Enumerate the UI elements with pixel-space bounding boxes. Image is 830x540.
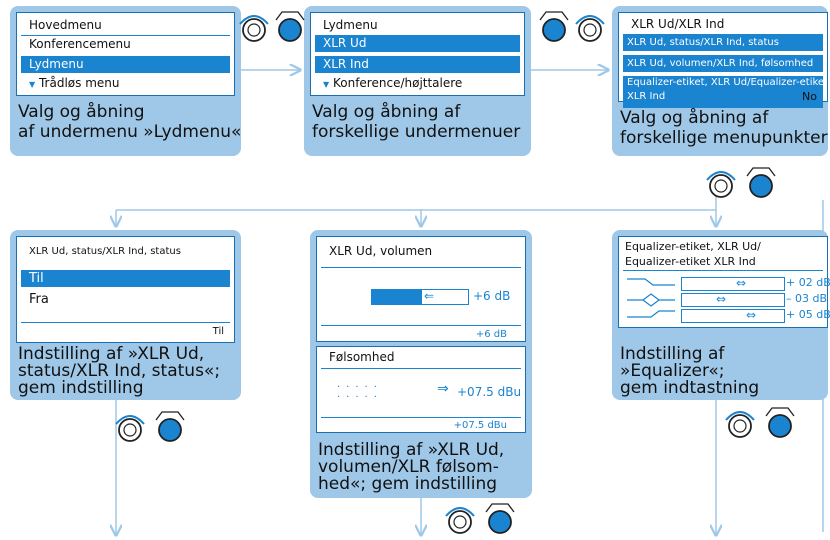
menu-item-xlr-ud[interactable]: XLR Ud [315,35,520,52]
menu-item-value: No [802,90,817,103]
menu-item-status[interactable]: XLR Ud, status/XLR Ind, status [623,34,823,51]
menu-item-konferencemenu[interactable]: Konferencemenu [29,37,131,51]
menu-title: XLR Ud/XLR Ind [631,17,725,31]
volume-bar-fill [372,290,422,304]
current-value: Til [212,326,224,337]
menu-item-konference[interactable]: ▼ Konference/højttalere [315,75,520,92]
menu-item-xlr-ind[interactable]: XLR Ind [315,56,520,73]
menu-title: Lydmenu [323,18,378,32]
caption-line: Valg og åbning af [312,102,461,122]
sensitivity-value: +07.5 dBu [457,385,522,399]
caption-line: Indstilling af [620,344,725,364]
arrow-right-icon[interactable]: ⇒ [437,381,449,397]
eq-band-value: – 03 dB [786,292,828,305]
press-knob-icon [539,11,605,42]
screen-header: Equalizer-etiket, XLR Ud/ [625,240,761,253]
caption-line: volumen/XLR følsom- [318,457,499,477]
screen-header: XLR Ud, volumen [329,244,433,258]
menu-item-equalizer[interactable]: Equalizer-etiket, XLR Ud/Equalizer-etike… [623,76,823,108]
triangle-down-icon: ▼ [29,80,36,89]
eq-band-bar[interactable]: ⇔ [681,292,785,307]
scale-dots: ·········· [337,382,383,403]
option-fra[interactable]: Fra [29,292,49,307]
menu-item-label: Konference/højttalere [332,76,463,90]
menu-item-lydmenu[interactable]: Lydmenu [21,56,230,73]
display-screen: Lydmenu XLR Ud XLR Ind ▼ Konference/højt… [310,12,525,96]
menu-title: Hovedmenu [29,18,102,32]
arrow-left-icon: ⇐ [424,289,435,303]
caption-line: af undermenu »Lydmenu« [18,122,242,142]
panel-equalizer: Equalizer-etiket, XLR Ud/ Equalizer-etik… [612,230,830,400]
triangle-down-icon: ▼ [323,80,330,89]
caption-line: Valg og åbning [18,102,145,122]
panel-hovedmenu: Hovedmenu Konferencemenu Lydmenu ▼ Trådl… [10,6,241,156]
screen-header: Følsomhed [329,350,395,364]
eq-band-value: + 05 dB [786,308,830,321]
caption-line: status/XLR Ind, status«; [18,361,221,381]
eq-band-handle-icon[interactable]: ⇔ [736,276,747,290]
rotate-knob-icon [115,411,185,442]
screen-header: Equalizer-etiket XLR Ind [625,255,756,268]
panel-xlr-status: XLR Ud, status/XLR Ind, status Til Fra T… [10,230,241,400]
caption-line: »Equalizer«; [620,361,725,381]
panel-xlr-ud-ind: XLR Ud/XLR Ind XLR Ud, status/XLR Ind, s… [612,6,828,156]
volume-bar[interactable]: ⇐ [371,289,469,305]
menu-item-volumen[interactable]: XLR Ud, volumen/XLR Ind, følsomhed [623,55,823,72]
rotate-knob-icon [706,167,776,198]
volume-value: +6 dB [473,289,511,303]
eq-band-bar[interactable]: ⇔ [681,308,785,323]
menu-item-label: Equalizer-etiket, XLR Ud/Equalizer-etike… [627,77,823,88]
current-value: +6 dB [475,329,507,340]
caption-line: Indstilling af »XLR Ud, [18,344,205,364]
panel-volumen: XLR Ud, volumen ⇐ +6 dB +6 dB Følsomhed … [310,230,532,498]
menu-item-label: Trådløs menu [38,76,120,90]
menu-item-traadloes[interactable]: ▼ Trådløs menu [21,75,230,92]
eq-band-value: + 02 dB [786,276,830,289]
display-screen: XLR Ud, status/XLR Ind, status Til Fra T… [16,236,235,343]
caption-line: Valg og åbning af [620,108,769,128]
rotate-knob-icon [239,11,305,42]
display-screen-sensitivity: Følsomhed ·········· ⇒ +07.5 dBu +07.5 d… [316,346,526,433]
display-screen: Hovedmenu Konferencemenu Lydmenu ▼ Trådl… [16,12,235,96]
display-screen-volume: XLR Ud, volumen ⇐ +6 dB +6 dB [316,236,526,342]
panel-lydmenu: Lydmenu XLR Ud XLR Ind ▼ Konference/højt… [304,6,531,156]
display-screen: Equalizer-etiket, XLR Ud/ Equalizer-etik… [618,236,830,328]
current-value: +07.5 dBu [453,420,507,431]
caption-line: forskellige menupunkter [620,128,828,148]
eq-band-handle-icon[interactable]: ⇔ [746,308,757,322]
screen-header: XLR Ud, status/XLR Ind, status [29,246,181,257]
menu-item-label: XLR Ind [627,91,666,102]
rotate-knob-icon [725,407,795,438]
menu-item-label-row: XLR Ind No [627,90,823,104]
caption-line: gem indstilling [18,378,144,398]
caption-line: hed«; gem indstilling [318,474,498,494]
caption-line: Indstilling af »XLR Ud, [318,440,505,460]
option-til[interactable]: Til [21,270,230,287]
rotate-knob-icon [445,503,515,534]
display-screen: XLR Ud/XLR Ind XLR Ud, status/XLR Ind, s… [618,12,828,108]
caption-line: gem indtastning [620,378,760,398]
caption-line: forskellige undermenuer [312,122,521,142]
eq-band-handle-icon[interactable]: ⇔ [716,292,727,306]
eq-curve-icon [627,278,675,318]
eq-band-bar[interactable]: ⇔ [681,276,785,291]
